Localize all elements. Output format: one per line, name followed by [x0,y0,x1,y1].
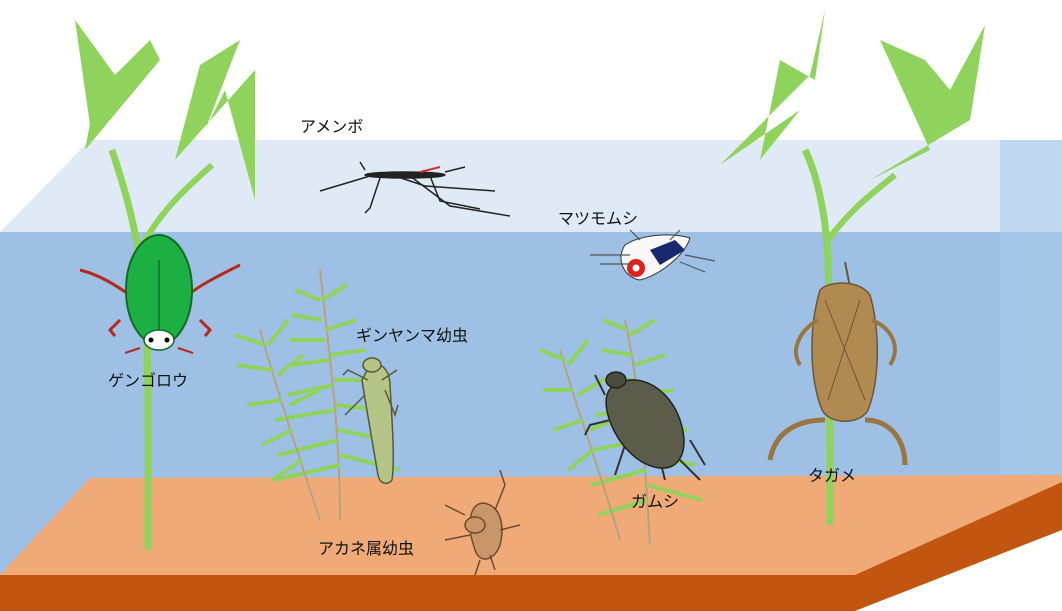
label-darter-nymph: アカネ属幼虫 [318,539,414,558]
label-water-scavenger-beetle: ガムシ [631,492,679,511]
label-giant-water-bug: タガメ [808,466,856,485]
label-backswimmer: マツモムシ [558,209,638,228]
label-dragonfly-nymph: ギンヤンマ幼虫 [356,326,468,345]
label-water-strider: アメンボ [300,117,363,136]
label-diving-beetle: ゲンゴロウ [108,371,188,390]
sediment-front [0,575,855,611]
water-right-face [1000,140,1062,475]
